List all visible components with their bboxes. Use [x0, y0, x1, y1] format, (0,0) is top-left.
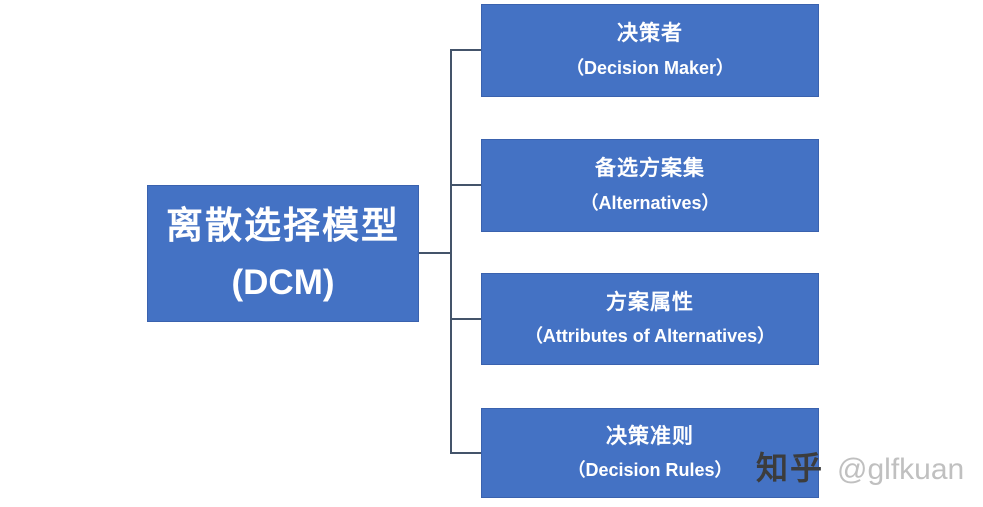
node-attributes: 方案属性 （Attributes of Alternatives） [481, 273, 819, 365]
root-title: 离散选择模型 [166, 205, 400, 246]
zhihu-watermark: 知乎 @glfkuan [756, 443, 964, 489]
connector-branch-1 [452, 49, 481, 51]
node-alternatives: 备选方案集 （Alternatives） [481, 139, 819, 232]
watermark-handle: @glfkuan [837, 453, 965, 486]
node-subtitle: （Alternatives） [580, 192, 720, 213]
node-title: 决策准则 [606, 425, 694, 449]
connector-trunk [450, 49, 452, 454]
connector-branch-3 [452, 318, 481, 320]
node-title: 决策者 [617, 22, 683, 46]
node-subtitle: （Attributes of Alternatives） [524, 326, 776, 347]
node-subtitle: （Decision Maker） [565, 57, 735, 78]
connector-branch-4 [452, 452, 481, 454]
node-subtitle: （Decision Rules） [567, 459, 733, 480]
node-title: 方案属性 [606, 291, 694, 315]
node-decision-maker: 决策者 （Decision Maker） [481, 4, 819, 97]
connector-root-stub [419, 252, 450, 254]
node-decision-rules: 决策准则 （Decision Rules） [481, 408, 819, 498]
zhihu-logo-text: 知乎 [756, 450, 825, 486]
connector-branch-2 [452, 184, 481, 186]
node-title: 备选方案集 [595, 157, 705, 181]
root-subtitle: (DCM) [231, 263, 335, 302]
node-dcm-root: 离散选择模型 (DCM) [147, 185, 419, 322]
